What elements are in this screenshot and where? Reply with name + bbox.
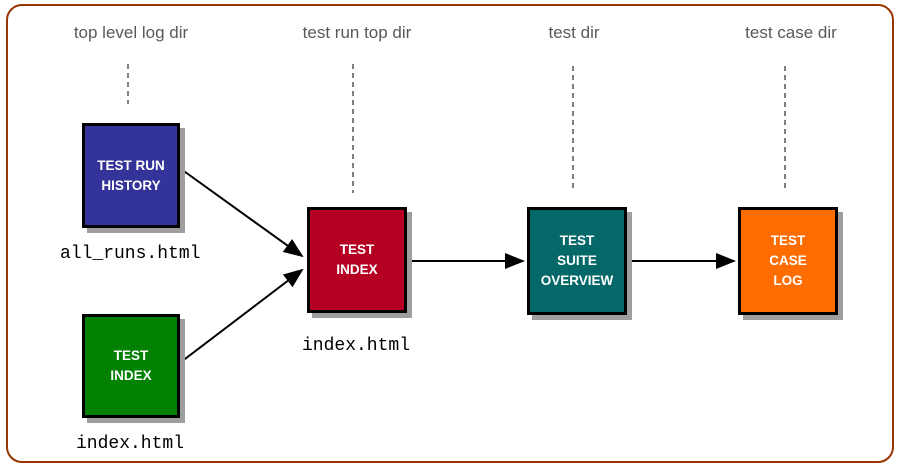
arrow-test-index-top-to-test-index bbox=[180, 268, 304, 363]
file-label-index-html-top: index.html bbox=[76, 434, 185, 454]
column-heading-top-level-log-dir: top level log dir bbox=[73, 23, 189, 42]
node-test-index-top-level: TEST INDEX bbox=[82, 314, 180, 418]
diagram-frame-border bbox=[6, 4, 894, 463]
node-test-case-log-label: TEST CASE LOG bbox=[769, 233, 807, 288]
column-heading-test-run-top-dir: test run top dir bbox=[302, 23, 412, 42]
file-label-index-html-run: index.html bbox=[302, 336, 411, 356]
column-heading-test-case-dir: test case dir bbox=[745, 23, 837, 42]
node-test-run-history-label: TEST RUN HISTORY bbox=[97, 157, 165, 193]
node-test-index-run-label: TEST INDEX bbox=[336, 242, 378, 277]
column-heading-test-dir: test dir bbox=[548, 23, 600, 42]
node-test-index-top-level-label: TEST INDEX bbox=[110, 348, 152, 383]
node-test-index-run: TEST INDEX bbox=[307, 207, 407, 313]
node-test-suite-overview-label: TEST SUITE OVERVIEW bbox=[540, 233, 614, 288]
node-test-run-history: TEST RUN HISTORY bbox=[82, 123, 180, 228]
file-label-all-runs-html: all_runs.html bbox=[60, 244, 201, 264]
node-test-case-log: TEST CASE LOG bbox=[738, 207, 838, 315]
node-test-suite-overview: TEST SUITE OVERVIEW bbox=[527, 207, 627, 315]
arrow-test-run-history-to-test-index bbox=[180, 168, 304, 258]
